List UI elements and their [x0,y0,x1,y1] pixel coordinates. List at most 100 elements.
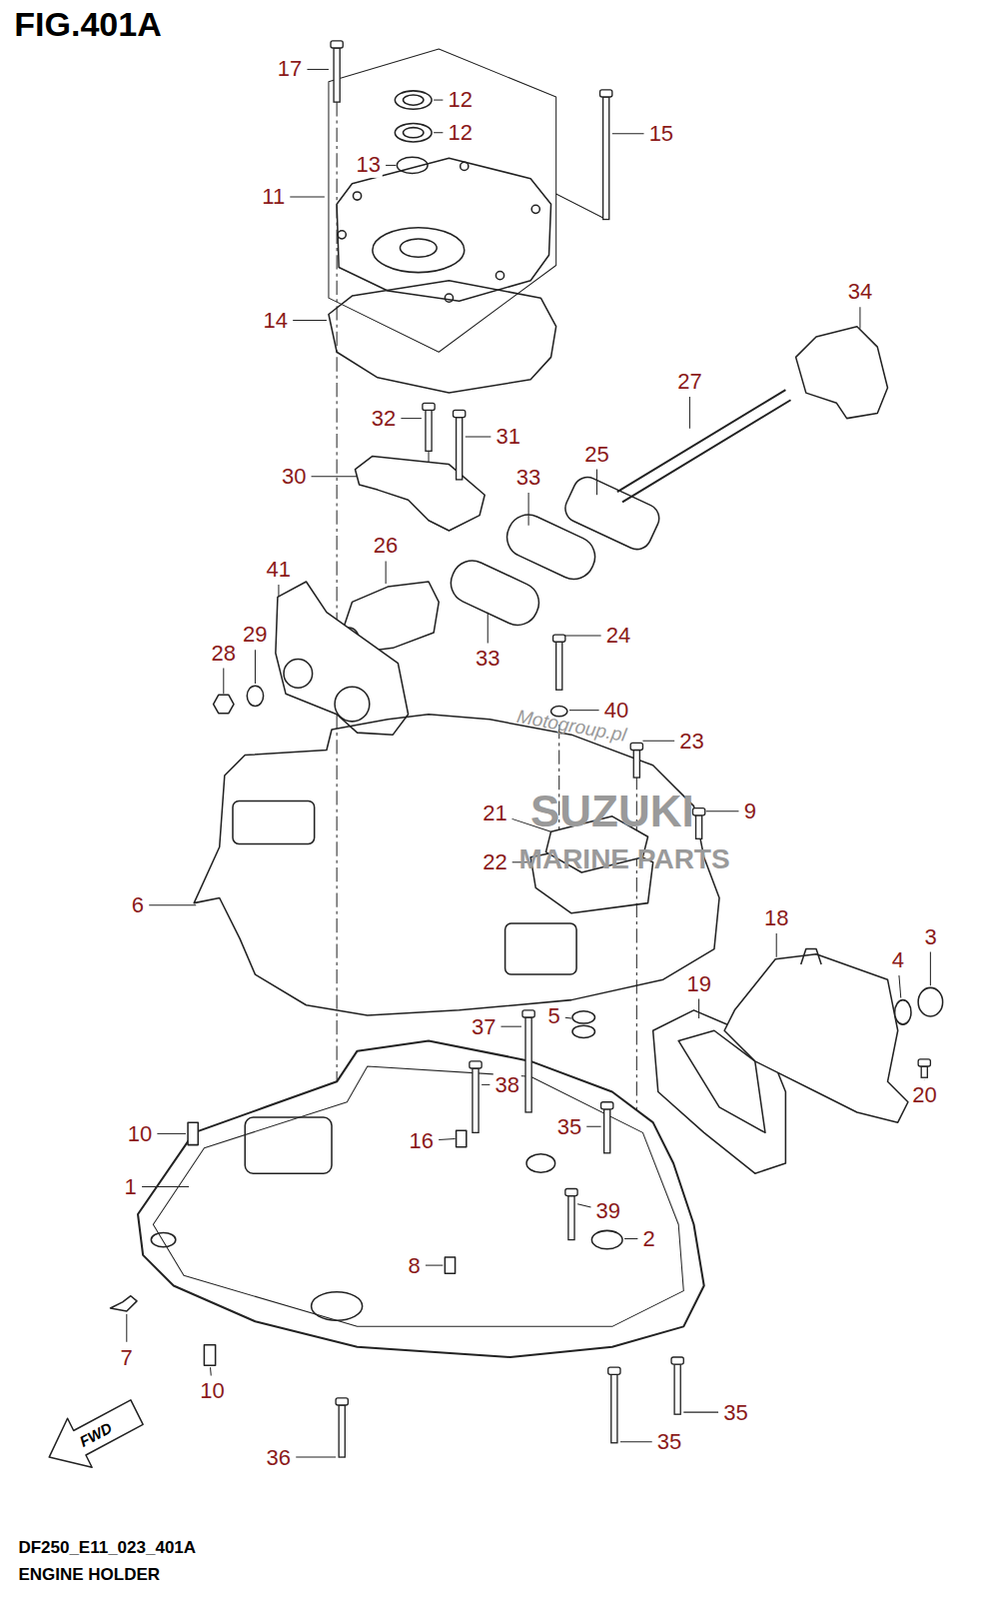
bolt-shank [456,417,463,480]
bolt [608,1366,621,1443]
callout-number: 31 [493,424,522,449]
figure-title: FIG.401A [13,5,161,43]
callout-number: 19 [684,972,713,997]
callout-number: 1 [122,1174,139,1199]
leader-line [292,319,327,321]
cover-plate [336,157,551,301]
callout-number: 24 [604,623,633,648]
bolt-head [671,1356,684,1364]
leader-line [698,998,700,1018]
callout-number: 35 [721,1400,750,1425]
leader-line [425,1264,443,1266]
bolt-head [553,634,566,642]
callout-number: 35 [655,1429,684,1454]
bolt [335,1397,348,1457]
leader-line [596,469,598,496]
callout-number: 27 [675,369,704,394]
bolt-head [600,89,613,97]
leader-line [683,1411,719,1413]
bolt [522,1009,535,1112]
bolt [671,1356,684,1414]
bolt [422,402,435,451]
leader-line [438,1137,455,1140]
figure-caption: ENGINE HOLDER [17,1565,160,1585]
bolt-head [608,1366,621,1374]
callout-number: 5 [546,1003,563,1028]
callout-number: 8 [406,1252,423,1277]
callout-number: 32 [369,406,398,431]
callout-number: 35 [555,1114,584,1139]
callout-number: 12 [445,87,474,112]
leader-line [295,1456,336,1458]
callout-number: 40 [602,698,631,723]
leader-line [400,417,421,419]
plug [203,1344,215,1365]
bolt-head [522,1009,535,1017]
callout-number: 23 [677,728,706,753]
plug [918,987,944,1016]
leader-line [222,668,224,695]
bolt [565,1188,578,1240]
callout-number: 25 [582,441,611,466]
mount-bracket [275,581,409,735]
callout-number: 18 [762,906,791,931]
washer [895,1000,912,1025]
leader-line [899,975,902,999]
callout-number: 33 [514,465,543,490]
leader-line [289,196,325,198]
leader-line [859,306,861,329]
leader-line [465,435,492,437]
leader-line [141,1185,189,1187]
leader-line [156,1132,186,1134]
callout-number: 33 [473,646,502,671]
callout-number: 4 [890,948,907,973]
leader-line [385,560,387,584]
leader-line [569,709,600,711]
bolt-shank [921,1065,928,1077]
leader-line [706,810,740,812]
o-ring [572,1024,595,1037]
leader-line [500,1025,521,1027]
bolt-shank [603,96,610,220]
leader-line [776,933,778,958]
callout-number: 10 [197,1378,226,1403]
stopper [796,326,889,419]
callout-number: 29 [240,622,269,647]
bolt [692,808,705,840]
callout-number: 16 [407,1128,436,1153]
callout-number: 41 [264,557,293,582]
leader-line [924,1078,926,1080]
callout-number: 22 [480,850,509,875]
figure-code: DF250_E11_023_401A [17,1538,196,1558]
assembly-outline [328,48,557,352]
callout-number: 9 [742,799,759,824]
forward-arrow [48,1399,143,1467]
o-ring [572,1010,595,1023]
engine-holder [137,1039,705,1357]
bolt [469,1060,482,1132]
callout-number: 12 [445,120,474,145]
leader-line [148,904,196,906]
bolt-shank [633,749,640,778]
bolt-head [453,409,466,417]
leader-line [277,584,279,597]
bolt-head [692,808,705,816]
oil-seal [394,123,432,142]
leader-line [254,649,256,684]
leader-line [433,131,443,133]
callout-number: 11 [259,184,287,209]
bolt [600,89,613,220]
bolt-shank [696,815,703,839]
bolt [330,40,343,102]
callout-number: 13 [353,152,382,177]
assembly-outline [556,193,607,220]
washer [246,685,263,706]
leader-line [565,1016,572,1019]
bolt [601,1101,614,1153]
callout-number: 37 [469,1013,498,1038]
cover-boss [399,238,437,257]
leader-line [306,68,329,70]
callout-number: 26 [371,533,400,558]
bolt-shank [425,409,432,451]
cover-boss [372,227,465,273]
